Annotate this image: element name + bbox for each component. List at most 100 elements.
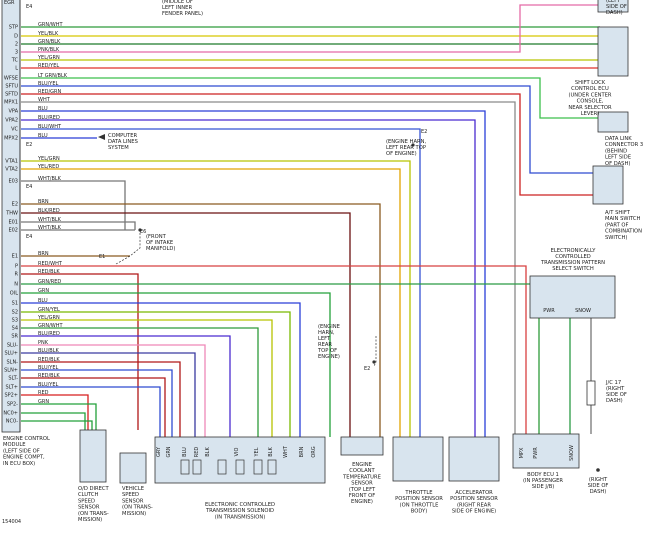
wire-s2	[21, 311, 291, 437]
wire-sln-minus	[21, 361, 181, 437]
solenoid-coil-3	[235, 459, 245, 475]
dlc-label-line-4: OF DASH)	[605, 161, 630, 167]
wire-slt-minus	[21, 377, 166, 437]
ecm-wire-label-36: BLU/YEL	[38, 382, 59, 388]
ecm-wire-label-9: WHT	[38, 97, 51, 103]
ecm-wire-label-37: RED	[38, 390, 49, 396]
od-sensor-label-line-4: (ON TRANS-	[78, 511, 109, 517]
body-ecu-label-line-2: SIDE J/B)	[532, 484, 555, 490]
wire-mpx1	[21, 101, 516, 434]
ecm-wire-label-38: GRN	[38, 399, 49, 405]
engine-harn2-label-line-4: TOP OF	[317, 348, 337, 354]
wire-vc	[21, 128, 421, 437]
wire-sftu	[21, 85, 593, 174]
ecm-label-line-3: ENGINE COMPT,	[3, 455, 45, 461]
dash-connector-box	[597, 0, 629, 13]
engine-harn2-label-line-0: (ENGINE	[318, 324, 340, 330]
right-dash-label-line-0: (RIGHT	[589, 477, 608, 483]
ecm-wire-label-18: BLK/RED	[38, 208, 60, 214]
ecm-wire-label-35: RED/BLK	[38, 373, 60, 379]
ecm-wire-label-27: GRN/YEL	[38, 307, 60, 313]
splice-dot-e6	[138, 228, 142, 232]
jc17-label-line-0: J/C 17	[605, 380, 621, 386]
vss-label-line-1: SPEED	[122, 492, 139, 498]
top-right-label-line-2: DASH)	[606, 10, 623, 16]
solenoid-col-6: YEL	[254, 447, 260, 457]
ecm-pin-27: S2	[12, 310, 18, 316]
ecm-pin-12: VC	[11, 127, 18, 133]
ecm-wire-label-1: YEL/BLK	[37, 31, 59, 37]
ecm-wire-label-29: GRN/WHT	[38, 323, 63, 329]
wire-vta2	[21, 168, 401, 437]
shift-lock-ecu-box	[597, 26, 629, 77]
wire-oil	[21, 292, 331, 437]
ecm-wire-label-33: RED/BLK	[38, 357, 60, 363]
dlc-label-line-1: CONNECTOR 3	[605, 142, 643, 148]
vss-label-line-0: VEHICLE	[122, 486, 144, 492]
solenoid-col-8: WHT	[283, 445, 289, 458]
computer-arrow-icon	[98, 134, 105, 140]
ecm-pin-10: VPA	[8, 109, 18, 115]
ecm-pin-36: SLT+	[5, 385, 18, 391]
od-sensor-label-line-3: SENSOR	[78, 505, 100, 511]
wire-slu-plus	[21, 352, 196, 437]
solenoid-label-line-2: (IN TRANSMISSION)	[215, 514, 265, 520]
tps-label-line-0: THROTTLE	[404, 490, 432, 496]
snow-label: SNOW	[575, 308, 591, 314]
solenoid-col-4: BLK	[205, 447, 211, 457]
ecm-wire-label-30: BLU/RED	[38, 331, 60, 337]
dlc-label-line-0: DATA LINK	[605, 136, 632, 142]
solenoid-coil-0	[180, 459, 190, 475]
ect-label-line-6: ENGINE)	[351, 499, 373, 505]
wire-sr	[21, 335, 231, 437]
at-shift-label-line-2: (PART OF	[605, 222, 628, 228]
solenoid-coil-1	[192, 459, 202, 475]
jc17-box	[586, 380, 596, 406]
ecm-pin-32: SLU+	[4, 351, 18, 357]
wire-slt-plus	[21, 386, 161, 437]
ecm-pin-28: S3	[12, 318, 18, 324]
ect-box	[340, 436, 384, 456]
ecm-pin-2: 2	[15, 42, 18, 48]
ecm-wire-label-8: RED/GRN	[38, 89, 62, 95]
wire-s4	[21, 327, 259, 437]
ecm-pin-3: 3	[15, 50, 18, 56]
ecm-wire-label-32: BLU/BLK	[38, 348, 60, 354]
ecm-pin-24: N	[14, 282, 18, 288]
ecm-pin-0: STP	[9, 25, 18, 31]
ectps-label-line-2: TRANSMISSION PATTERN	[540, 260, 605, 266]
solenoid-col-7: BLK	[268, 447, 274, 457]
body-snow-label: SNOW	[569, 445, 575, 461]
ecm-wire-label-25: GRN	[38, 288, 49, 294]
figure-id: 154004	[2, 519, 21, 525]
solenoid-label-line-1: TRANSMISSION SOLENOID	[205, 508, 274, 514]
tps-label-line-1: POSITION SENSOR	[395, 496, 443, 502]
ecm-wire-label-22: RED/WHT	[38, 261, 63, 267]
computer-label-line-0: COMPUTER	[108, 133, 138, 139]
at-shift-label-line-4: SWITCH)	[605, 235, 627, 241]
wire-sp2-minus	[21, 403, 97, 430]
ecm-label-line-1: MODULE	[3, 442, 26, 448]
fender-label-line-1: LEFT INNER	[162, 5, 192, 11]
jc17-label-line-1: (RIGHT	[606, 386, 625, 392]
ecm-pin-26: S1	[12, 301, 18, 307]
wire-slu-minus	[21, 344, 206, 437]
engine-harn2-label-line-3: REAR	[318, 342, 332, 348]
wire-thw	[21, 212, 351, 437]
ecm-pin-29: S4	[12, 326, 18, 332]
od-sensor-label-line-0: O/D DIRECT	[78, 486, 110, 492]
ecm-pin-15: VTA2	[5, 167, 18, 173]
splice-dot-e2b	[372, 360, 376, 364]
pattern-select-switch-box	[529, 275, 616, 319]
vss-box	[119, 452, 147, 484]
solenoid-col-5: VIO	[234, 448, 240, 457]
ecm-wire-label-11: BLU/RED	[38, 115, 60, 121]
wire-nc0-minus	[21, 420, 93, 430]
wire-sln-plus	[21, 369, 173, 437]
front-intake-label-line-1: OF INTAKE	[146, 240, 173, 246]
wire-sftd	[21, 93, 593, 196]
wire-e01	[21, 221, 136, 230]
wire-vpa	[21, 110, 486, 437]
ect-label-line-1: COOLANT	[349, 468, 375, 474]
